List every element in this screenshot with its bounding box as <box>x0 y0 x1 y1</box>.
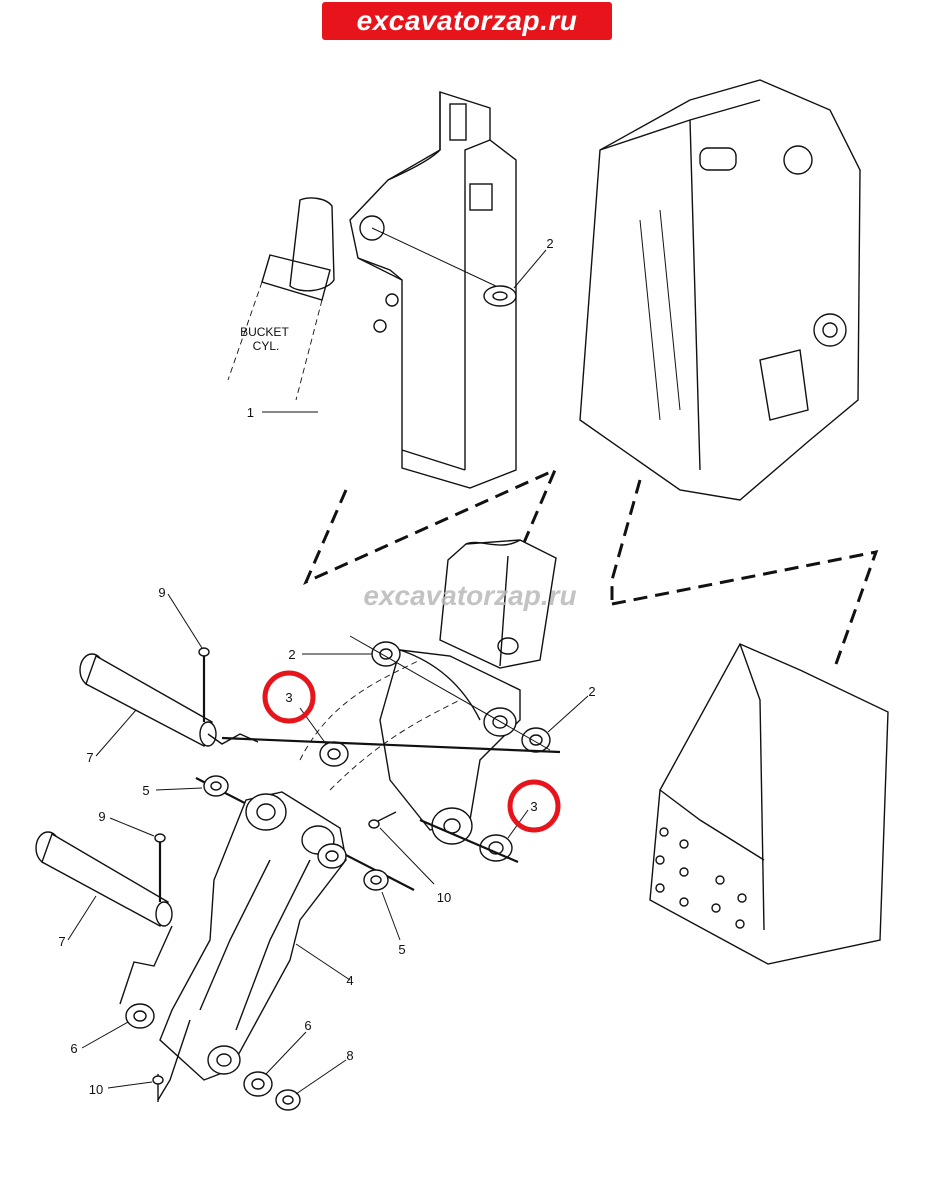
callout-2-right[interactable]: 2 <box>588 684 595 699</box>
callout-2-left[interactable]: 2 <box>288 647 295 662</box>
callout-7-upper[interactable]: 7 <box>86 750 93 765</box>
bolt-hole-pattern <box>655 827 747 929</box>
site-banner[interactable]: excavatorzap.ru <box>322 2 612 40</box>
callout-6-left[interactable]: 6 <box>70 1041 77 1056</box>
bolt-10-center <box>368 811 397 829</box>
bushing-3-right <box>479 834 513 862</box>
bolt-9-lower <box>119 833 173 1005</box>
view-connector-right <box>611 550 879 665</box>
callout-10-lower[interactable]: 10 <box>89 1082 103 1097</box>
callout-7-lower[interactable]: 7 <box>58 934 65 949</box>
callout-10-center[interactable]: 10 <box>437 890 451 905</box>
washer-8 <box>275 1089 301 1111</box>
watermark: excavatorzap.ru <box>363 580 577 611</box>
callout-3-left[interactable]: 3 <box>285 690 292 705</box>
stick-assembly-right <box>579 79 861 501</box>
washer-5-right <box>363 869 389 891</box>
bushing-2-right <box>521 727 551 753</box>
stick-end-block <box>439 539 557 669</box>
pin-bushing-2-top <box>483 285 517 307</box>
bolt-9-upper <box>198 647 259 745</box>
bucket-cylinder <box>227 197 335 401</box>
stick-end-bolted <box>649 643 889 965</box>
bushing-3-left <box>319 741 349 767</box>
callout-4[interactable]: 4 <box>346 973 353 988</box>
callout-9-upper[interactable]: 9 <box>158 585 165 600</box>
callout-8[interactable]: 8 <box>346 1048 353 1063</box>
pin-7-lower <box>35 831 173 928</box>
callout-2-top[interactable]: 2 <box>546 236 553 251</box>
highlight-ring-3-right <box>507 779 561 833</box>
link-4 <box>159 791 347 1081</box>
bushing-6-right <box>243 1071 273 1097</box>
callout-5-right[interactable]: 5 <box>398 942 405 957</box>
bushing-6-left <box>125 1003 155 1029</box>
washer-5-left <box>203 775 229 797</box>
pin-7-upper <box>79 653 217 748</box>
callout-9-lower[interactable]: 9 <box>98 809 105 824</box>
bolt-10-lower <box>152 1019 191 1102</box>
stick-assembly-left <box>349 91 517 489</box>
callout-1[interactable]: 1 <box>247 405 254 420</box>
view-connector-left <box>303 467 558 585</box>
view-connector-mid <box>610 479 642 600</box>
callout-5-left[interactable]: 5 <box>142 783 149 798</box>
callout-3-right[interactable]: 3 <box>530 799 537 814</box>
bucket-cylinder-label: BUCKET CYL. <box>240 325 292 353</box>
callout-6-right[interactable]: 6 <box>304 1018 311 1033</box>
callout-labels: 1 2 2 2 3 3 4 5 5 6 6 7 7 8 9 9 10 10 <box>58 236 595 1097</box>
highlight-ring-3-left <box>262 670 316 724</box>
